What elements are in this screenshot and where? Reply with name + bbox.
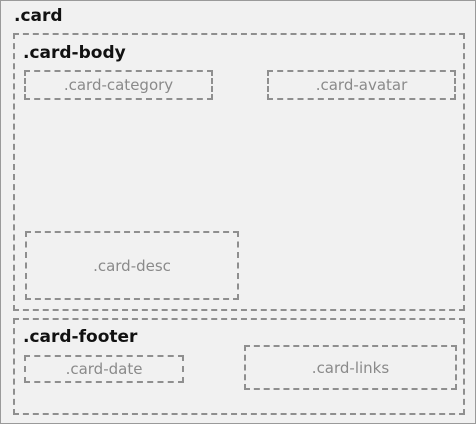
card-category-label: .card-category [63,76,174,94]
card-links-label: .card-links [311,358,390,377]
card-body-box: .card-body .card-category .card-avatar .… [13,33,465,311]
card-date-label: .card-date [65,360,143,378]
card-category-box: .card-category [24,70,213,100]
card-desc-box: .card-desc [25,231,239,300]
card-footer-label: .card-footer [23,327,138,347]
card-avatar-label: .card-avatar [315,76,408,94]
card-footer-box: .card-footer .card-date .card-links [13,318,465,415]
card-label: .card [14,6,63,26]
card-date-box: .card-date [24,355,184,383]
card-body-label: .card-body [23,43,126,63]
card-desc-label: .card-desc [93,256,171,275]
card-links-box: .card-links [244,345,457,390]
card-avatar-box: .card-avatar [267,70,456,100]
